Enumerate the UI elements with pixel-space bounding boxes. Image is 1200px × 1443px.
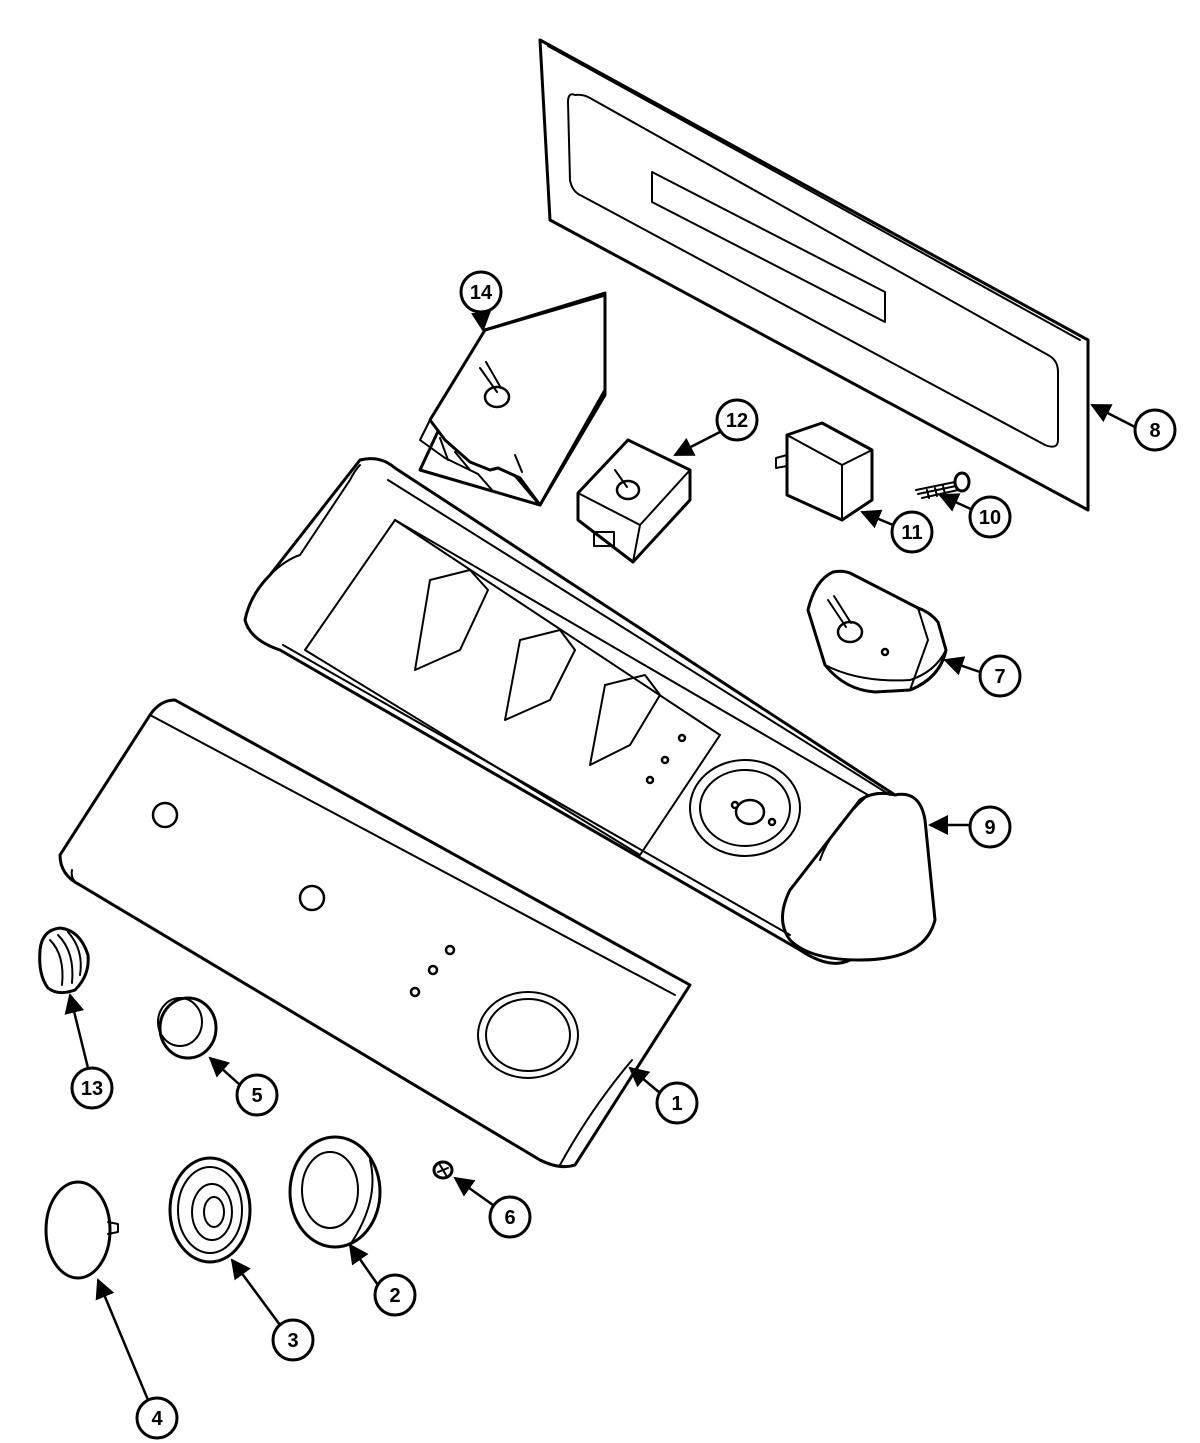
callout-5: 5	[208, 1056, 279, 1117]
callout-4: 4	[95, 1278, 179, 1440]
callout-6: 6	[453, 1176, 532, 1239]
callout-2-label: 2	[389, 1285, 400, 1307]
callouts: 1 2 3 4 5 6 7	[64, 270, 1177, 1440]
callout-1: 1	[628, 1066, 699, 1125]
callout-7: 7	[943, 654, 1022, 698]
part-9-console-housing	[243, 457, 937, 965]
callout-10-label: 10	[979, 507, 1001, 529]
callout-4-label: 4	[151, 1408, 163, 1430]
callout-1-label: 1	[671, 1093, 682, 1115]
part-10-screw	[915, 471, 971, 499]
callout-14-label: 14	[470, 282, 493, 304]
callout-11: 11	[860, 509, 934, 554]
callout-12-label: 12	[726, 410, 748, 432]
part-5-knob	[157, 996, 218, 1060]
callout-7-label: 7	[994, 666, 1005, 688]
callout-5-label: 5	[251, 1085, 262, 1107]
part-8-back-panel	[538, 38, 1090, 512]
callout-12: 12	[673, 398, 759, 457]
callout-8-label: 8	[1149, 420, 1160, 442]
callout-13-label: 13	[81, 1078, 103, 1100]
callout-2: 2	[348, 1243, 417, 1317]
callout-9-label: 9	[984, 817, 995, 839]
callout-10: 10	[938, 493, 1012, 539]
callout-9: 9	[928, 805, 1012, 849]
part-3-bezel	[168, 1156, 252, 1264]
part-14-timer	[418, 291, 607, 507]
part-12-switch	[576, 438, 692, 564]
part-4-lens-cap	[44, 1180, 119, 1280]
part-6-screw	[432, 1160, 454, 1180]
callout-8: 8	[1090, 403, 1177, 452]
callout-3-label: 3	[287, 1330, 298, 1352]
callout-11-label: 11	[901, 522, 922, 544]
callout-14: 14	[459, 270, 503, 332]
callout-3: 3	[230, 1258, 315, 1362]
part-7-rotary-switch	[806, 569, 948, 694]
callout-6-label: 6	[504, 1207, 515, 1229]
part-11-box	[775, 421, 874, 522]
callout-13: 13	[64, 993, 114, 1110]
part-13-knob	[38, 926, 90, 995]
part-2-ring	[288, 1135, 382, 1249]
part-1-control-panel	[58, 698, 692, 1169]
